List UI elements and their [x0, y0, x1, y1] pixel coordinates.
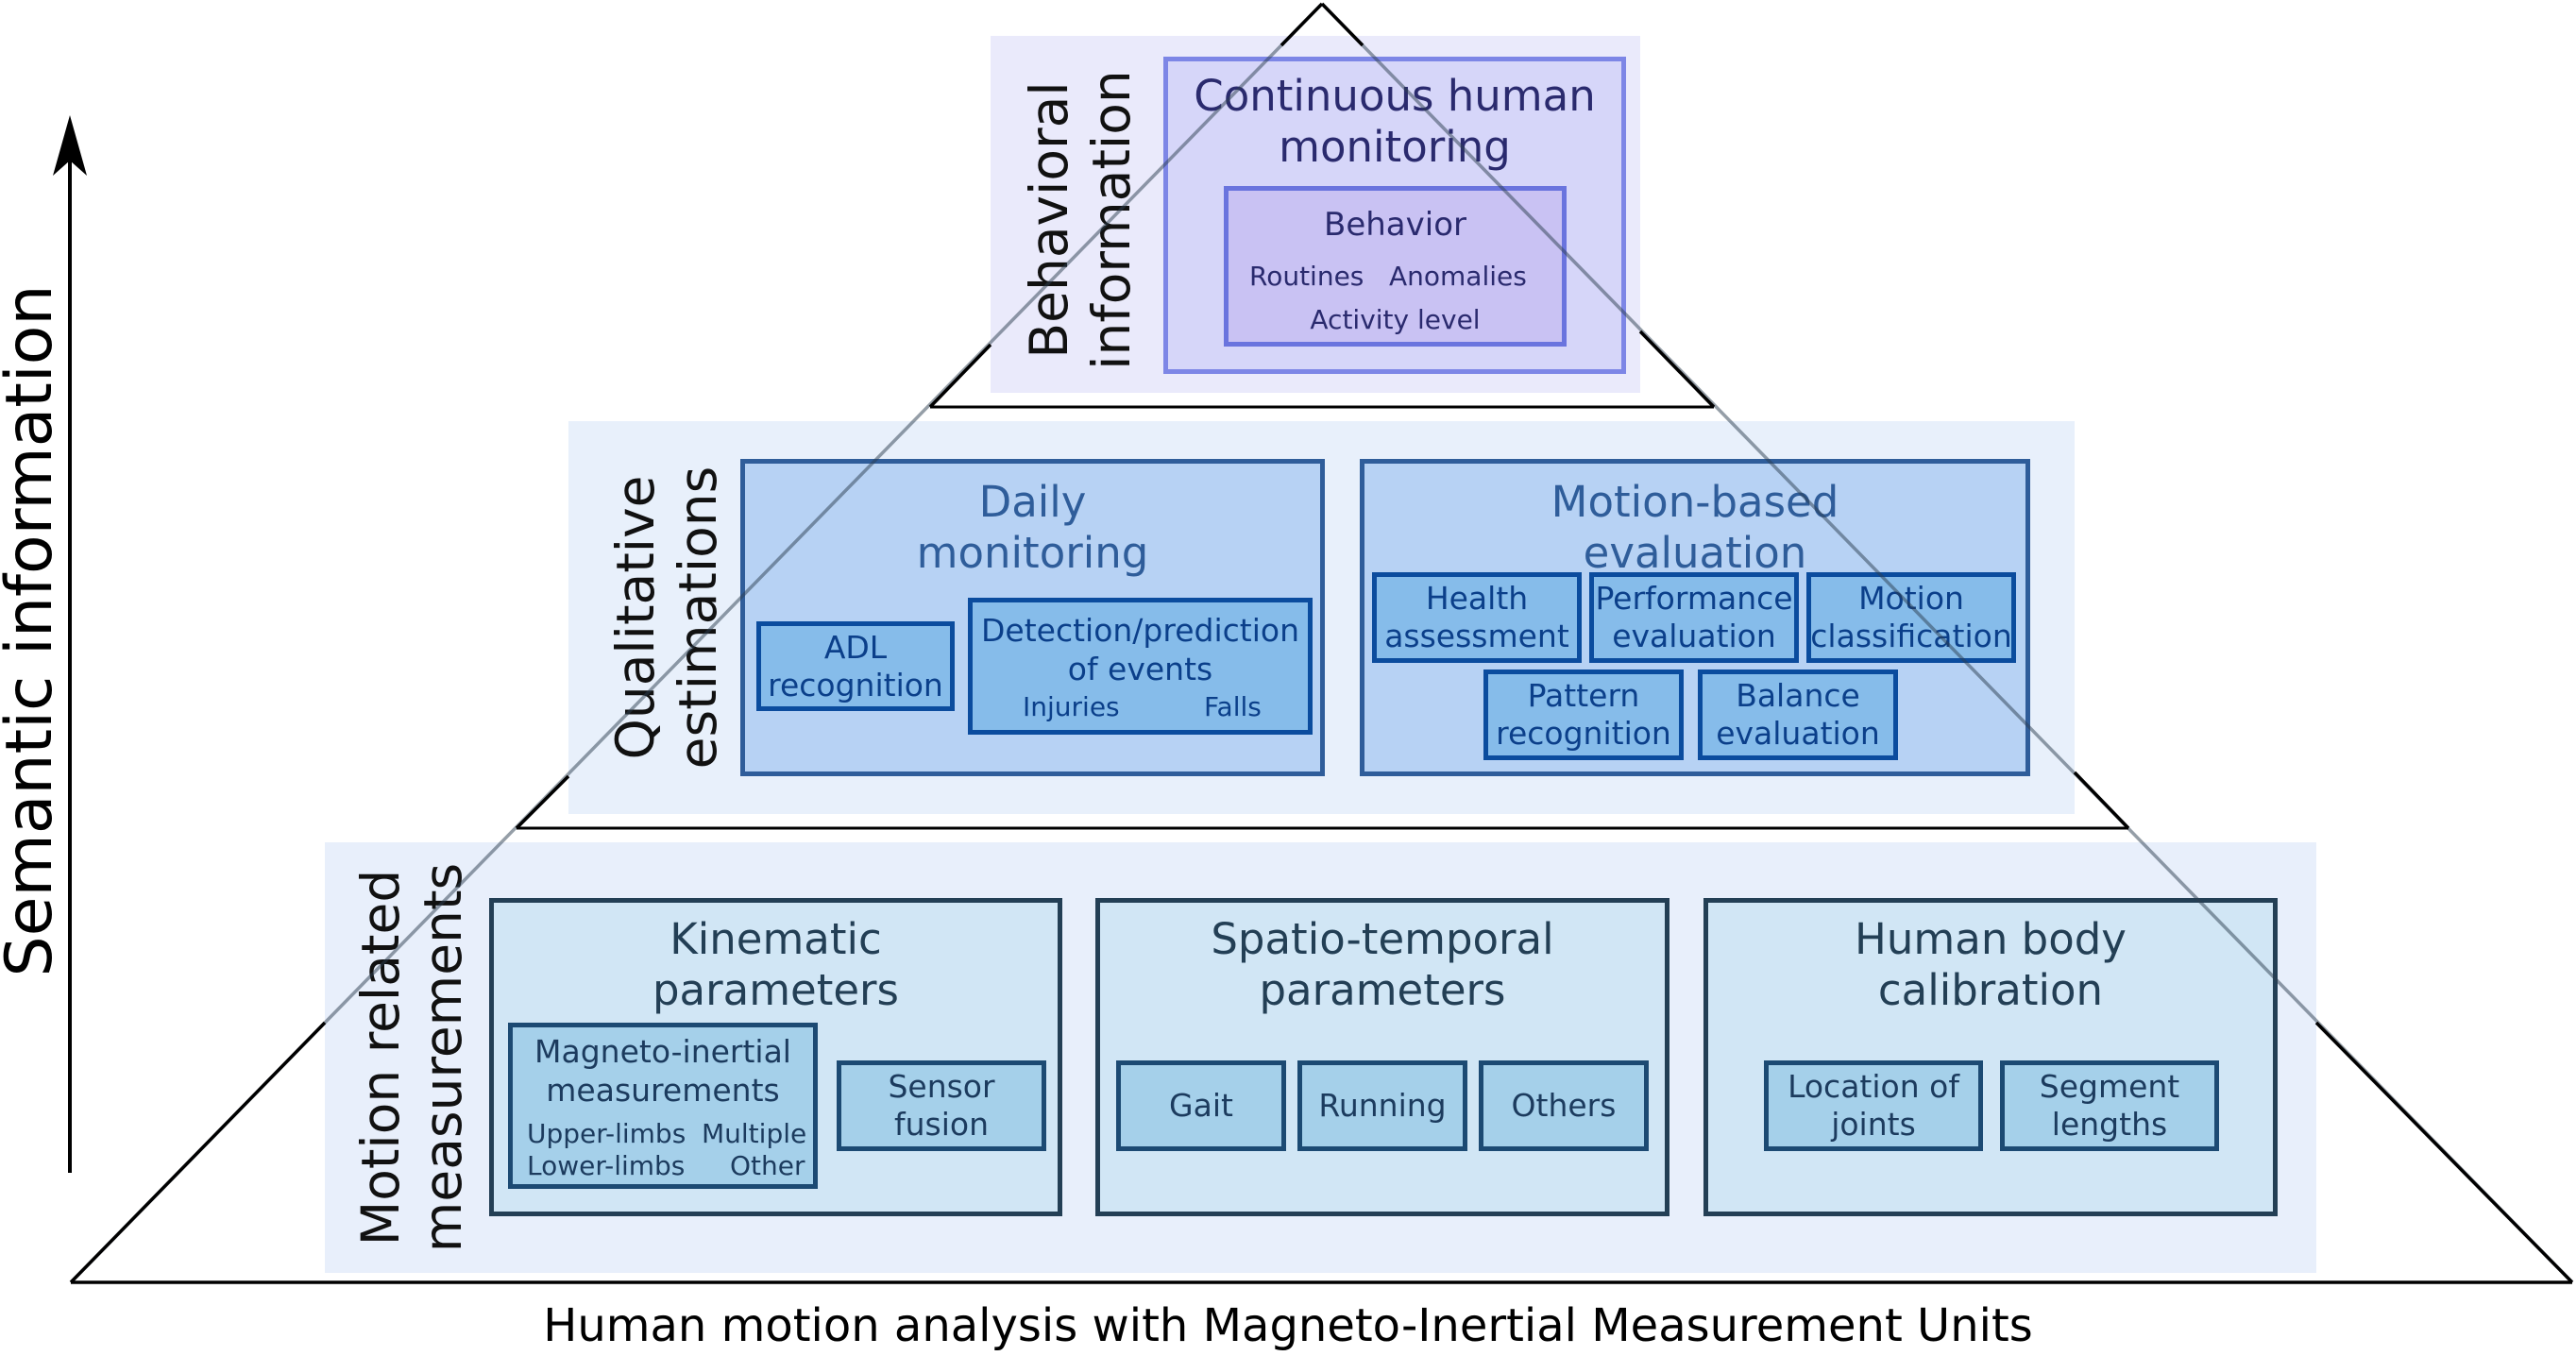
gait-box: Gait [1116, 1060, 1286, 1151]
health-assessment-box: Health assessment [1372, 572, 1582, 663]
body-calibration-box: Human body calibration [1703, 898, 2278, 1216]
pyramid-left-edge-outside-1 [928, 343, 992, 409]
segment-lengths-box: Segment lengths [2000, 1060, 2219, 1151]
behavioral-label: Behavioral information [1019, 70, 1142, 370]
qualitative-label: Qualitative estimations [605, 466, 728, 770]
magneto-inertial-box: Magneto-inertial measurements Upper-limb… [508, 1023, 818, 1189]
running-box: Running [1297, 1060, 1467, 1151]
pattern-recognition-box: Pattern recognition [1483, 670, 1684, 760]
pyramid-right-edge-outside-3 [2314, 1021, 2574, 1284]
sensor-fusion-box: Sensor fusion [837, 1060, 1046, 1151]
semantic-axis-label: Semantic information [0, 284, 67, 977]
joint-location-box: Location of joints [1764, 1060, 1983, 1151]
figure-caption: Human motion analysis with Magneto-Inert… [543, 1299, 2033, 1352]
event-detection-box: Detection/prediction of events Injuries … [968, 598, 1313, 735]
motion-classification-box: Motion classification [1806, 572, 2016, 663]
others-box: Others [1479, 1060, 1649, 1151]
pyramid-left-edge-outside-3 [69, 1021, 327, 1284]
adl-recognition-box: ADL recognition [756, 621, 955, 711]
spatio-temporal-box: Spatio-temporal parameters [1095, 898, 1669, 1216]
performance-evaluation-box: Performance evaluation [1589, 572, 1799, 663]
semantic-axis-arrowhead [53, 115, 87, 176]
pyramid-left-edge-outside-2 [515, 774, 570, 830]
behavior-box: Behavior Routines Anomalies Activity lev… [1224, 186, 1567, 347]
balance-evaluation-box: Balance evaluation [1698, 670, 1898, 760]
motion-label: Motion related measurements [350, 862, 473, 1253]
pyramid-right-edge-outside-2 [2073, 771, 2130, 830]
pyramid-right-edge-outside-1 [1638, 330, 1716, 409]
